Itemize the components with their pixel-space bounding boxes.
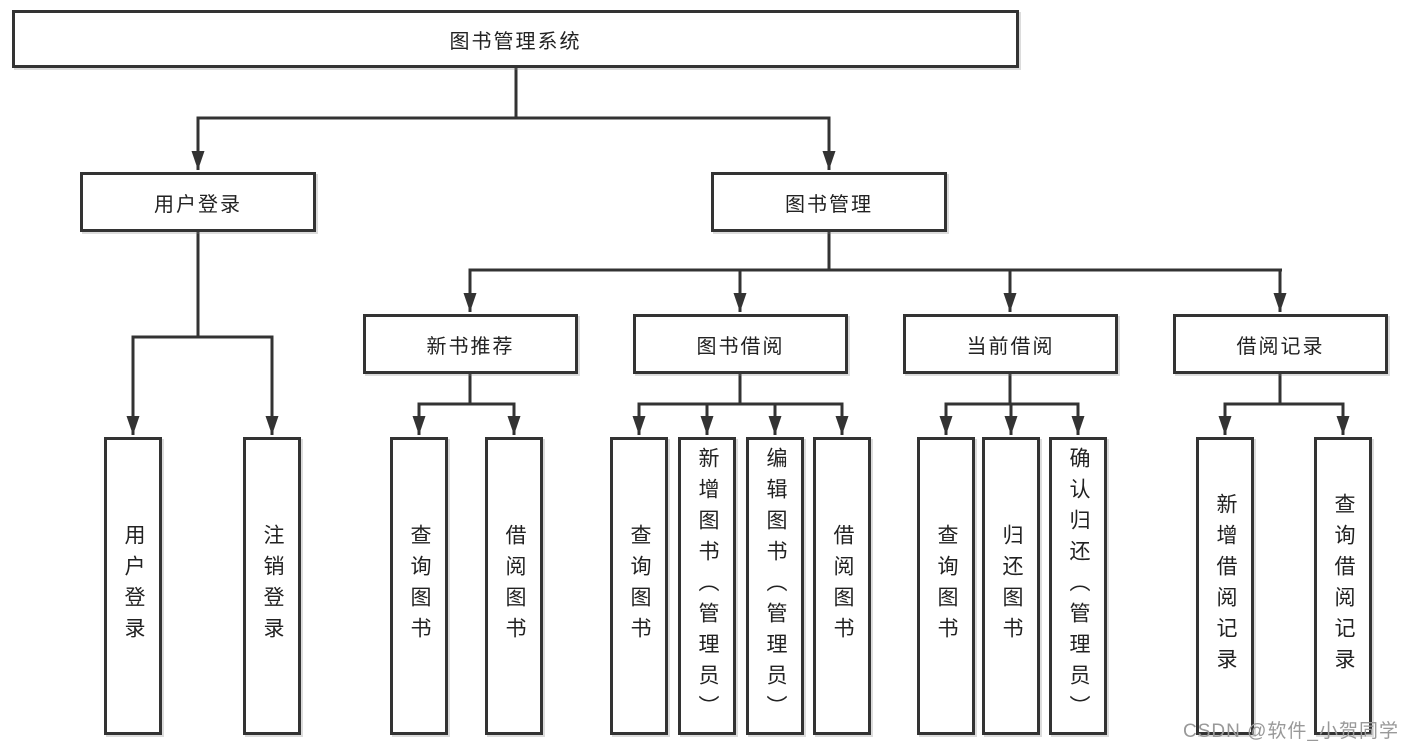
node-label: 图书管理 [785,193,873,216]
leaf-query-books-borrow: 查询图书 [610,437,668,735]
node-label: 借阅图书 [503,524,526,648]
leaf-add-borrow-record: 新增借阅记录 [1196,437,1254,735]
node-label: 归还图书 [1000,524,1023,648]
node-label: 当前借阅 [966,335,1055,358]
leaf-logout: 注销登录 [243,437,301,735]
leaf-query-books-current: 查询图书 [917,437,975,735]
node-label: 查询图书 [935,524,958,648]
node-label: 新增借阅记录 [1214,493,1237,679]
node-label: 查询图书 [628,524,651,648]
node-label: 借阅图书 [831,524,854,648]
leaf-confirm-return-admin: 确认归还（管理员） [1049,437,1107,735]
node-current-borrow: 当前借阅 [903,314,1118,374]
node-label: 图书管理系统 [449,30,582,53]
node-label: 图书借阅 [696,335,785,358]
node-user-login: 用户登录 [80,172,316,232]
node-label: 编辑图书（管理员） [764,446,787,726]
leaf-borrow-books: 借阅图书 [813,437,871,735]
node-label: 查询借阅记录 [1332,493,1355,679]
leaf-edit-books-admin: 编辑图书（管理员） [746,437,804,735]
leaf-user-login: 用户登录 [104,437,162,735]
node-label: 确认归还（管理员） [1067,446,1090,726]
node-label: 新增图书（管理员） [696,446,719,726]
leaf-add-books-admin: 新增图书（管理员） [678,437,736,735]
leaf-query-borrow-record: 查询借阅记录 [1314,437,1372,735]
node-book-borrow: 图书借阅 [633,314,848,374]
node-borrow-records: 借阅记录 [1173,314,1388,374]
node-library-management-system: 图书管理系统 [12,10,1019,68]
leaf-return-books: 归还图书 [982,437,1040,735]
node-label: 借阅记录 [1236,335,1325,358]
node-label: 新书推荐 [426,335,515,358]
node-label: 注销登录 [261,524,284,648]
leaf-query-books-recommend: 查询图书 [390,437,448,735]
node-new-book-recommend: 新书推荐 [363,314,578,374]
node-label: 用户登录 [122,524,145,648]
node-label: 用户登录 [154,193,242,216]
csdn-watermark: CSDN @软件_小贺同学 [1183,721,1399,742]
node-label: 查询图书 [408,524,431,648]
leaf-borrow-books-recommend: 借阅图书 [485,437,543,735]
node-book-management: 图书管理 [711,172,947,232]
